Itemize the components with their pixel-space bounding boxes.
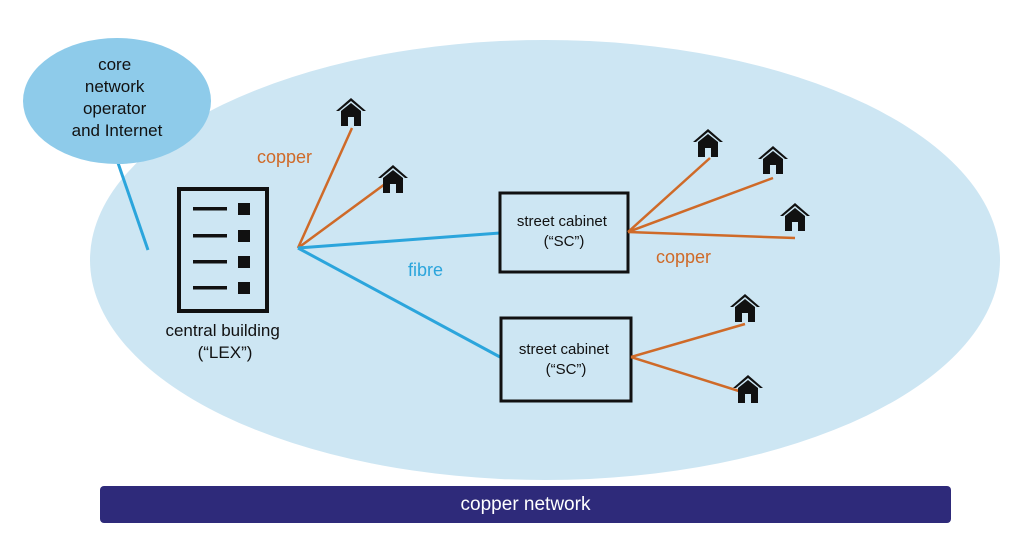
copper-line-sc2-house-2 bbox=[630, 355, 743, 394]
copper-line-sc1-house-2 bbox=[627, 176, 774, 234]
core-label-line2: network bbox=[85, 77, 145, 96]
cabinet-bottom-label: street cabinet bbox=[519, 341, 610, 358]
service-area-outline bbox=[229, 36, 641, 53]
svg-text:street cabinet (“SC”): street cabinet (“SC”) bbox=[517, 213, 611, 250]
core-network-bubble bbox=[23, 38, 211, 164]
street-cabinet-top bbox=[498, 191, 630, 274]
core-label-line4: and Internet bbox=[72, 121, 163, 140]
copper-label-left: copper bbox=[257, 147, 312, 167]
cabinet-bottom-code: (“SC”) bbox=[546, 361, 587, 378]
svg-text:core network operator: core network operator and Internet bbox=[72, 55, 163, 140]
fibre-line-top bbox=[297, 231, 501, 250]
core-pointer-line bbox=[115, 159, 150, 251]
building-icon bbox=[177, 187, 269, 313]
street-cabinet-bottom bbox=[499, 316, 633, 403]
central-building-code: (“LEX”) bbox=[198, 343, 253, 362]
cabinet-top-code: (“SC”) bbox=[544, 233, 585, 250]
core-label-line3: operator bbox=[83, 99, 147, 118]
copper-label-right: copper bbox=[656, 247, 711, 267]
copper-line-lex-house-1 bbox=[296, 127, 354, 249]
cabinet-top-label: street cabinet bbox=[517, 213, 608, 230]
core-label-line1: core bbox=[98, 55, 131, 74]
copper-line-lex-house-2 bbox=[297, 182, 386, 250]
svg-text:street cabinet (“SC”): street cabinet (“SC”) bbox=[519, 341, 613, 378]
copper-line-sc2-house-1 bbox=[630, 322, 746, 359]
svg-text:central building (“LEX”): central building (“LEX”) bbox=[165, 321, 284, 362]
central-building-label: central building bbox=[165, 321, 279, 340]
fibre-line-bottom bbox=[297, 246, 501, 359]
copper-line-sc1-house-3 bbox=[627, 230, 796, 240]
copper-network-banner: copper network bbox=[100, 486, 951, 523]
fibre-label: fibre bbox=[408, 260, 443, 280]
copper-line-sc1-house-1 bbox=[627, 157, 711, 233]
